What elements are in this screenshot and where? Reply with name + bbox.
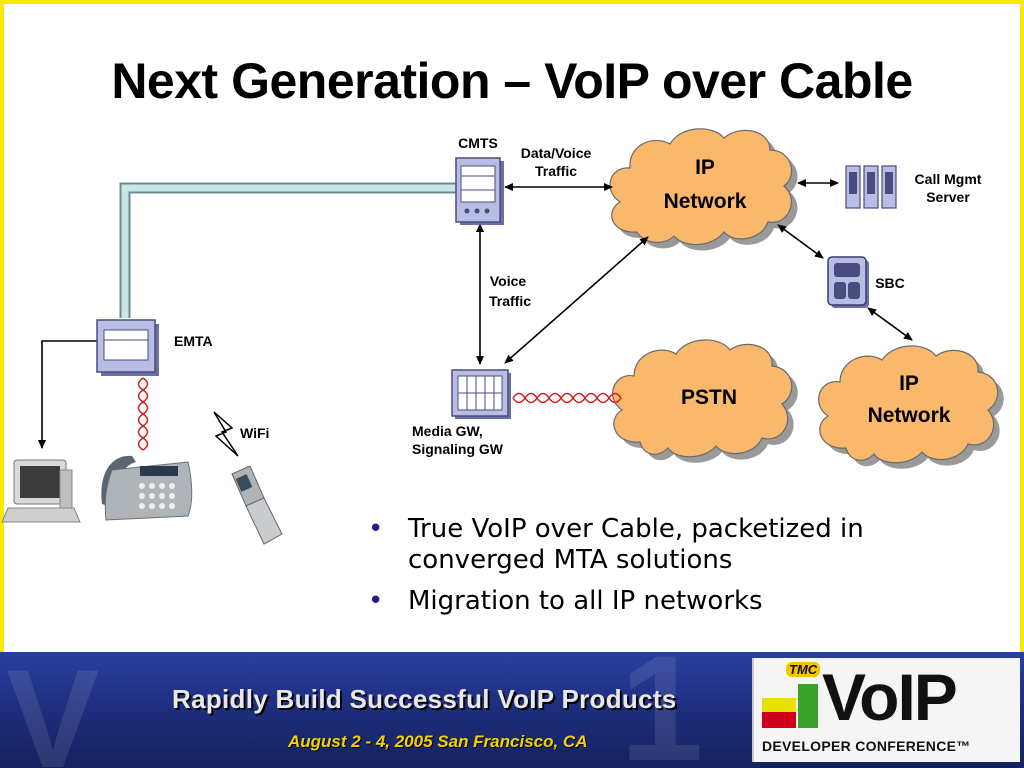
logo-conference-text: DEVELOPER CONFERENCE™ <box>762 738 971 754</box>
banner-dates: August 2 - 4, 2005 San Francisco, CA <box>288 732 588 751</box>
logo-tmc: TMC <box>786 662 821 677</box>
sbc-device-icon <box>827 256 869 308</box>
banner-tagline: Rapidly Build Successful VoIP Products <box>172 684 677 714</box>
emta-device-icon <box>96 319 159 376</box>
media-gateway-icon <box>451 369 511 419</box>
voice-traffic-label-line1: Voice <box>489 273 527 289</box>
banner-watermark: V <box>6 652 100 768</box>
desktop-computer-icon <box>1 459 81 523</box>
ip-network-top-label-line2: Network <box>663 190 747 213</box>
arrow-mediagw-ip <box>504 236 649 364</box>
connection-arrows <box>38 179 913 449</box>
ip-network-top-cloud <box>609 128 798 251</box>
cmts-label: CMTS <box>458 135 498 151</box>
ip-network-right-label-line1: IP <box>899 372 919 395</box>
bullet-dot-icon: • <box>368 586 384 616</box>
arrow-sbc-ipright <box>867 307 913 341</box>
bullet-list: • True VoIP over Cable, packetized in co… <box>368 514 988 627</box>
bullet-item: • Migration to all IP networks <box>368 586 988 617</box>
logo-flag-green <box>798 684 818 728</box>
cmts-device-icon <box>455 157 504 225</box>
bullet-dot-icon: • <box>368 514 384 544</box>
coax-cable <box>119 182 460 318</box>
logo-voip: VoIP <box>822 660 958 734</box>
network-diagram <box>1 128 1004 545</box>
media-gw-label-line2: Signaling GW <box>412 441 503 457</box>
pstn-label: PSTN <box>680 386 737 409</box>
bullet-item: • True VoIP over Cable, packetized in co… <box>368 514 988 576</box>
call-mgmt-label-line2: Server <box>926 189 970 205</box>
wifi-label: WiFi <box>240 425 270 441</box>
conference-logo: TMC VoIP DEVELOPER CONFERENCE™ <box>752 658 1020 762</box>
pstn-cloud <box>612 339 798 463</box>
ip-network-right-cloud <box>818 345 1004 469</box>
ip-network-top-label-line1: IP <box>695 156 715 179</box>
media-gw-label-line1: Media GW, <box>412 423 483 439</box>
sbc-label: SBC <box>875 275 905 291</box>
voice-traffic-label-line2: Traffic <box>488 293 531 309</box>
server-rack-icon <box>845 165 897 209</box>
emta-label: EMTA <box>174 333 213 349</box>
bullet-text: True VoIP over Cable, packetized in conv… <box>408 514 864 575</box>
arrow-ip-sbc <box>777 224 824 259</box>
ip-network-right-label-line2: Network <box>867 404 951 427</box>
footer-banner: V 1 Rapidly Build Successful VoIP Produc… <box>0 652 1024 768</box>
serial-links <box>137 377 622 451</box>
desk-phone-icon <box>101 455 193 521</box>
arrow-emta-pc <box>38 340 97 449</box>
wifi-bolt-icon <box>213 411 239 457</box>
slide-title: Next Generation – VoIP over Cable <box>111 53 913 109</box>
logo-flag-red <box>762 712 796 728</box>
data-voice-label-line1: Data/Voice <box>520 145 592 161</box>
flip-phone-icon <box>231 465 283 545</box>
logo-flag-yellow <box>762 698 796 712</box>
banner-watermark: 1 <box>620 652 704 768</box>
bullet-text: Migration to all IP networks <box>408 586 763 616</box>
call-mgmt-label-line1: Call Mgmt <box>914 171 982 187</box>
data-voice-label-line2: Traffic <box>534 163 577 179</box>
